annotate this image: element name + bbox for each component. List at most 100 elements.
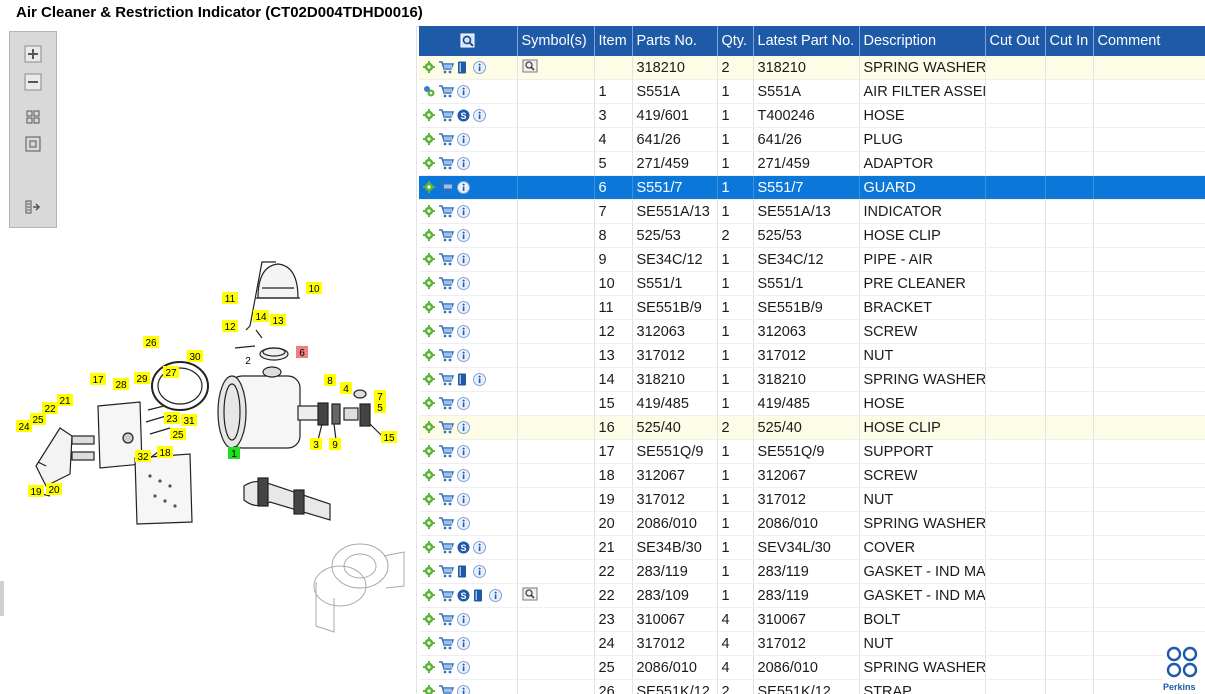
- callout-22[interactable]: 22: [42, 402, 58, 415]
- callout-11[interactable]: 11: [222, 292, 238, 305]
- callout-18[interactable]: 18: [157, 446, 173, 459]
- left-scrollbar[interactable]: [0, 581, 4, 616]
- cart-icon[interactable]: [439, 349, 454, 362]
- cart-icon[interactable]: [439, 109, 454, 122]
- search-list-icon[interactable]: [460, 33, 476, 49]
- settings-icon[interactable]: [423, 565, 436, 578]
- callout-25[interactable]: 25: [30, 413, 46, 426]
- callout-1[interactable]: 1: [228, 447, 240, 460]
- callout-15[interactable]: 15: [381, 431, 397, 444]
- settings-icon[interactable]: [423, 637, 436, 650]
- info-icon[interactable]: [457, 157, 470, 170]
- settings-icon[interactable]: [423, 229, 436, 242]
- settings-icon[interactable]: [423, 325, 436, 338]
- cart-icon[interactable]: [439, 133, 454, 146]
- cart-icon[interactable]: [439, 541, 454, 554]
- settings-icon[interactable]: [423, 61, 436, 74]
- column-header-symbols[interactable]: Symbol(s): [517, 26, 595, 56]
- info-icon[interactable]: [473, 541, 486, 554]
- callout-29[interactable]: 29: [134, 372, 150, 385]
- callout-14[interactable]: 14: [253, 310, 269, 323]
- cart-icon[interactable]: [439, 397, 454, 410]
- callout-13[interactable]: 13: [270, 314, 286, 327]
- cart-icon[interactable]: [439, 445, 454, 458]
- info-icon[interactable]: [489, 589, 502, 602]
- info-icon[interactable]: [473, 61, 486, 74]
- callout-28[interactable]: 28: [113, 378, 129, 391]
- info-icon[interactable]: [457, 517, 470, 530]
- cart-icon[interactable]: [439, 565, 454, 578]
- info-icon[interactable]: [457, 661, 470, 674]
- cart-icon[interactable]: [439, 469, 454, 482]
- info-icon[interactable]: [457, 613, 470, 626]
- callout-12[interactable]: 12: [222, 320, 238, 333]
- cart-icon[interactable]: [439, 229, 454, 242]
- info-icon[interactable]: [457, 421, 470, 434]
- column-header-description[interactable]: Description: [859, 26, 986, 56]
- settings-icon[interactable]: [423, 253, 436, 266]
- info-icon[interactable]: [457, 133, 470, 146]
- callout-20[interactable]: 20: [46, 483, 62, 496]
- settings-icon[interactable]: [423, 685, 436, 694]
- column-header-cut-out[interactable]: Cut Out: [985, 26, 1046, 56]
- callout-19[interactable]: 19: [28, 485, 44, 498]
- assembly-icon[interactable]: [423, 85, 436, 98]
- callout-4[interactable]: 4: [340, 382, 352, 395]
- column-header-qty[interactable]: Qty.: [717, 26, 754, 56]
- callout-7[interactable]: 7: [374, 390, 386, 403]
- column-header-actions[interactable]: [419, 26, 518, 56]
- cart-icon[interactable]: [439, 253, 454, 266]
- settings-icon[interactable]: [423, 133, 436, 146]
- cart-icon[interactable]: [439, 181, 454, 194]
- manual-icon[interactable]: [473, 589, 486, 602]
- manual-icon[interactable]: [457, 373, 470, 386]
- info-icon[interactable]: [457, 253, 470, 266]
- cart-icon[interactable]: [439, 421, 454, 434]
- manual-icon[interactable]: [457, 61, 470, 74]
- info-icon[interactable]: [457, 325, 470, 338]
- diagram-pane[interactable]: 10 11 12 14 13 2 6 26 30 17 28 29 27 8 4…: [0, 26, 417, 694]
- column-header-cut-in[interactable]: Cut In: [1045, 26, 1094, 56]
- settings-icon[interactable]: [423, 517, 436, 530]
- callout-9[interactable]: 9: [329, 438, 341, 451]
- settings-icon[interactable]: [423, 397, 436, 410]
- settings-icon[interactable]: [423, 589, 436, 602]
- cart-icon[interactable]: [439, 373, 454, 386]
- column-header-item[interactable]: Item: [594, 26, 633, 56]
- cart-icon[interactable]: [439, 589, 454, 602]
- cart-icon[interactable]: [439, 277, 454, 290]
- info-icon[interactable]: [457, 229, 470, 242]
- info-icon[interactable]: [457, 493, 470, 506]
- cart-icon[interactable]: [439, 85, 454, 98]
- cart-icon[interactable]: [439, 661, 454, 674]
- settings-icon[interactable]: [423, 181, 436, 194]
- callout-25b[interactable]: 25: [170, 428, 186, 441]
- callout-27[interactable]: 27: [163, 366, 179, 379]
- export-icon[interactable]: [23, 197, 43, 217]
- settings-icon[interactable]: [423, 205, 436, 218]
- callout-5[interactable]: 5: [374, 401, 386, 414]
- zoom-in-icon[interactable]: [23, 44, 43, 64]
- cart-icon[interactable]: [439, 301, 454, 314]
- info-icon[interactable]: [457, 301, 470, 314]
- info-icon[interactable]: [457, 637, 470, 650]
- service-icon[interactable]: S: [457, 541, 470, 554]
- callout-6[interactable]: 6: [296, 346, 308, 359]
- info-icon[interactable]: [473, 373, 486, 386]
- callout-8[interactable]: 8: [324, 374, 336, 387]
